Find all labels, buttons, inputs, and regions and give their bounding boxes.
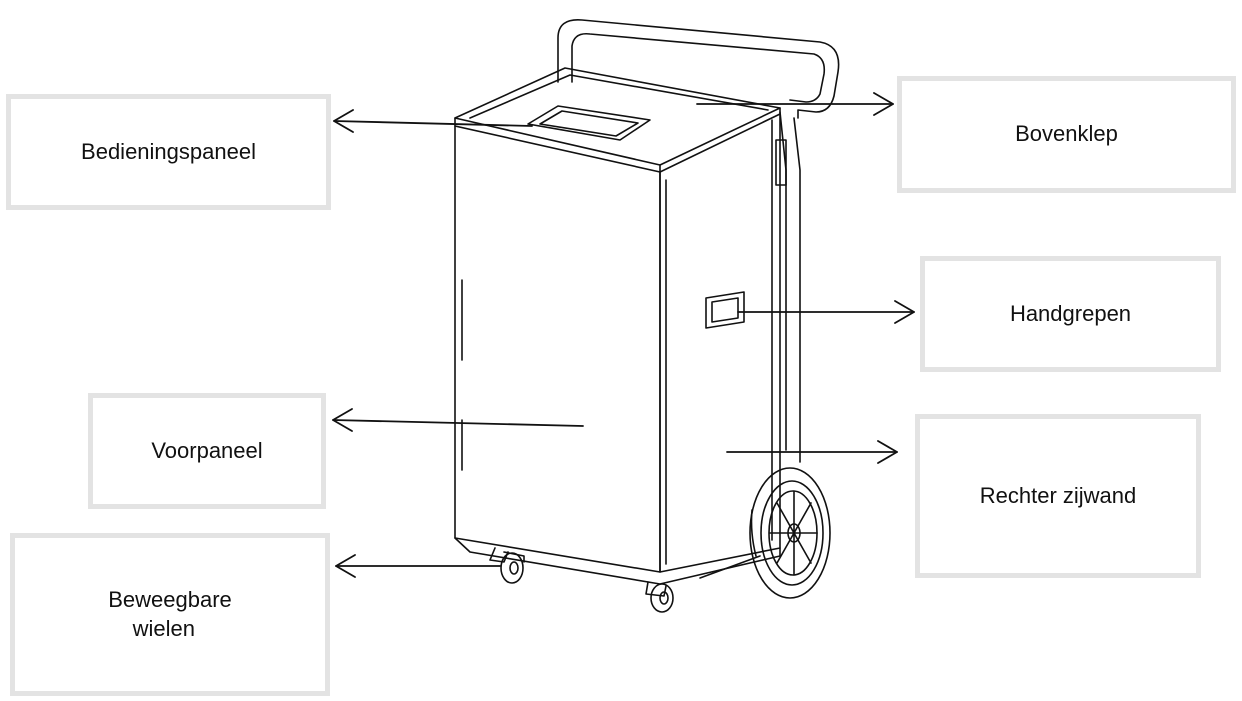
label-box-right-side-wall: Rechter zijwand [915,414,1201,578]
front-caster [489,547,525,584]
label-box-front-panel: Voorpaneel [88,393,326,509]
arrow-bedieningspaneel [333,109,533,133]
push-handle [557,19,840,119]
label-right-side-wall: Rechter zijwand [979,482,1137,508]
label-wheels-line2: wielen [132,615,195,641]
arrow-bovenklep [696,92,894,116]
control-panel-shape [527,105,651,141]
label-box-handles: Handgrepen [920,256,1221,372]
label-box-wheels: Beweegbare wielen [10,533,330,696]
side-handle-shape [705,291,745,329]
label-wheels-line1: Beweegbare [108,586,232,612]
label-control-panel: Bedieningspaneel [81,138,256,164]
arrow-voorpaneel [332,408,584,432]
front-panel-shape [454,125,661,573]
large-wheel [749,467,831,599]
label-box-control-panel: Bedieningspaneel [6,94,331,210]
label-top-cover: Bovenklep [1015,121,1118,147]
label-box-top-cover: Bovenklep [897,76,1236,193]
arrow-handgrepen [737,300,915,324]
handle-post [775,111,801,463]
label-front-panel: Voorpaneel [151,437,263,463]
arrow-rechter-zijwand [726,440,898,464]
arrow-wielen [335,554,501,578]
right-side-wall-shape [659,113,781,573]
rear-caster [645,581,674,613]
label-handles: Handgrepen [1009,300,1132,326]
label-wheels: Beweegbare wielen [108,586,232,643]
